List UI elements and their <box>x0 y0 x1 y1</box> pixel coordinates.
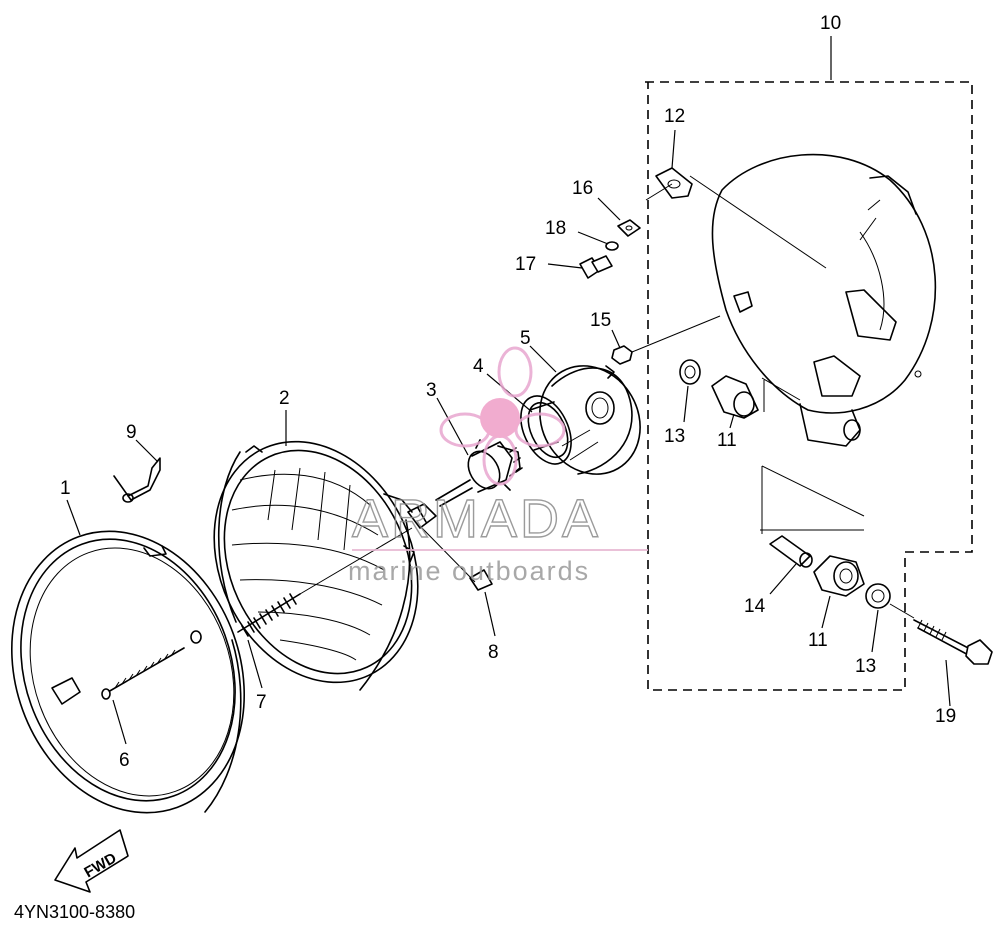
bushing-part-lower <box>813 555 865 597</box>
part-label-4: 4 <box>473 356 484 377</box>
watermark-tagline: marine outboards <box>348 556 590 586</box>
part-label-3: 3 <box>426 380 437 401</box>
assembly-10-boundary <box>645 81 973 691</box>
headlight-lens-part <box>213 440 419 691</box>
part-label-8: 8 <box>488 642 499 663</box>
part-label-17: 17 <box>515 254 536 275</box>
part-label-13-lower: 13 <box>855 656 876 677</box>
leader-lines <box>66 129 951 745</box>
part-label-18: 18 <box>545 218 566 239</box>
rim-screw-part <box>101 647 185 700</box>
bolt-part <box>579 255 613 279</box>
grommet-part <box>645 167 827 269</box>
watermark-brand: ARMADA <box>352 489 601 549</box>
part-label-12: 12 <box>664 106 685 127</box>
washer-part <box>617 219 641 237</box>
adjusting-spring-part <box>237 527 413 637</box>
wire-clip-part <box>113 457 161 503</box>
mounting-bolt-part <box>913 619 993 665</box>
headlight-shell-part <box>711 153 937 447</box>
part-label-14: 14 <box>744 596 766 617</box>
part-label-11-lower: 11 <box>808 630 828 651</box>
forward-arrow-icon: FWD <box>54 829 129 893</box>
socket-clip-part <box>407 503 493 591</box>
part-label-10: 10 <box>820 13 841 34</box>
part-labels: 1 2 3 4 5 6 7 8 9 10 11 11 12 13 13 14 1… <box>60 13 956 771</box>
socket-housing-part <box>539 365 641 475</box>
collar-part-upper <box>679 359 701 385</box>
part-label-19: 19 <box>935 706 956 727</box>
part-label-15: 15 <box>590 310 611 331</box>
part-label-1: 1 <box>60 478 71 499</box>
part-label-9: 9 <box>126 422 137 443</box>
part-label-7: 7 <box>256 692 267 713</box>
spring-washer-part <box>605 241 619 251</box>
part-label-16: 16 <box>572 178 593 199</box>
watermark: ARMADA marine outboards <box>348 346 648 586</box>
part-label-13-upper: 13 <box>664 426 685 447</box>
collar-part-lower <box>865 583 891 609</box>
pipe-part <box>769 535 813 568</box>
part-label-6: 6 <box>119 750 130 771</box>
part-label-11-upper: 11 <box>717 430 737 451</box>
bushing-part-upper <box>711 375 759 419</box>
part-label-5: 5 <box>520 328 531 349</box>
nut-part <box>611 315 721 365</box>
diagram-part-code: 4YN3100-8380 <box>14 902 135 922</box>
watermark-logo-icon <box>439 346 566 486</box>
headlight-rim-part <box>11 530 245 814</box>
part-label-2: 2 <box>279 388 290 409</box>
